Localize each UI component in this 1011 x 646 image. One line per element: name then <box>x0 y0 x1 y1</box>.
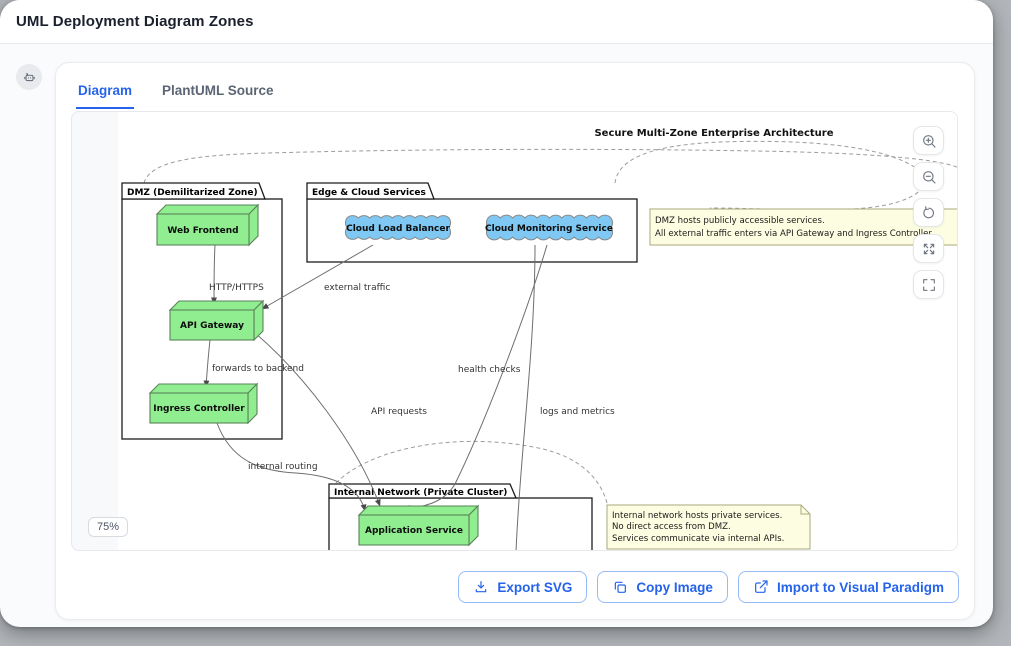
zoom-in-button[interactable] <box>913 126 944 155</box>
node-ingress-controller-label: Ingress Controller <box>153 404 245 414</box>
fullscreen-frame-icon <box>922 278 935 291</box>
diagram-canvas[interactable]: Secure Multi-Zone Enterprise Architectur… <box>118 112 957 550</box>
edge-http <box>211 244 218 305</box>
external-link-icon <box>755 580 768 593</box>
node-api-gateway-label: API Gateway <box>180 321 244 331</box>
zoom-out-button[interactable] <box>913 162 944 191</box>
edge-label-external-traffic: external traffic <box>324 283 390 293</box>
tab-diagram[interactable]: Diagram <box>76 77 135 109</box>
tab-source-label: PlantUML Source <box>162 83 274 98</box>
zoom-out-icon <box>922 170 936 184</box>
tab-plantuml-source[interactable]: PlantUML Source <box>160 77 276 109</box>
note-internal-line3: Services communicate via internal APIs. <box>612 534 784 544</box>
note-internal: Internal network hosts private services.… <box>606 504 811 550</box>
import-visual-paradigm-label: Import to Visual Paradigm <box>776 579 944 595</box>
node-application-service-label: Application Service <box>365 526 463 536</box>
expand-arrows-icon <box>923 243 934 254</box>
app-header: UML Deployment Diagram Zones <box>0 0 993 44</box>
assistant-button[interactable] <box>16 64 42 90</box>
node-web-frontend-label: Web Frontend <box>167 226 238 236</box>
note-internal-line2: No direct access from DMZ. <box>612 522 731 532</box>
node-api-gateway: API Gateway <box>168 299 265 342</box>
download-icon <box>476 581 487 593</box>
cloud-monitoring-service-label: Cloud Monitoring Service <box>485 224 613 234</box>
edge-label-forwards: forwards to backend <box>212 364 304 374</box>
note-dmz-line2: All external traffic enters via API Gate… <box>655 229 932 239</box>
diagram-card: Diagram PlantUML Source Secure Multi-Zon… <box>55 62 975 620</box>
edge-health-checks <box>402 244 548 511</box>
expand-button[interactable] <box>913 234 944 263</box>
edge-label-api-requests: API requests <box>371 407 427 417</box>
note-internal-line1: Internal network hosts private services. <box>612 511 782 521</box>
node-web-frontend: Web Frontend <box>155 203 260 247</box>
zoom-controls <box>913 126 944 299</box>
cloud-load-balancer: Cloud Load Balancer <box>345 215 451 240</box>
edge-label-internal-routing: internal routing <box>248 462 318 472</box>
edge-external-traffic <box>261 244 374 310</box>
package-dmz-label: DMZ (Demilitarized Zone) <box>127 188 258 198</box>
node-ingress-controller: Ingress Controller <box>148 382 259 425</box>
edge-logs-metrics <box>515 244 536 550</box>
note-connector-dmz <box>614 140 926 211</box>
edge-api-requests <box>253 331 381 507</box>
copy-icon <box>615 581 627 593</box>
edge-label-health-checks: health checks <box>458 365 521 375</box>
reset-view-button[interactable] <box>913 198 944 227</box>
zoom-level-badge: 75% <box>88 517 129 537</box>
edge-internal-routing <box>216 422 367 512</box>
copy-image-label: Copy Image <box>636 579 713 595</box>
reset-rotate-ccw-icon <box>922 205 934 218</box>
edge-label-http: HTTP/HTTPS <box>209 283 264 293</box>
export-svg-button[interactable]: Export SVG <box>458 571 588 603</box>
diagram-viewport[interactable]: Secure Multi-Zone Enterprise Architectur… <box>71 111 958 551</box>
package-internal-label: Internal Network (Private Cluster) <box>334 488 507 498</box>
cloud-load-balancer-label: Cloud Load Balancer <box>346 224 450 234</box>
fullscreen-button[interactable] <box>913 270 944 299</box>
cloud-monitoring-service: Cloud Monitoring Service <box>485 214 613 241</box>
import-visual-paradigm-button[interactable]: Import to Visual Paradigm <box>737 571 959 603</box>
note-dmz: DMZ hosts publicly accessible services. … <box>649 208 957 246</box>
diagram-edges <box>203 244 548 550</box>
diagram-title: Secure Multi-Zone Enterprise Architectur… <box>594 128 833 139</box>
node-application-service: Application Service <box>357 504 480 547</box>
note-connector-top <box>143 148 957 184</box>
footer-actions: Export SVG Copy Image Import to Visual P… <box>458 571 959 603</box>
zoom-in-icon <box>922 134 936 148</box>
tab-bar: Diagram PlantUML Source <box>76 77 276 109</box>
note-connector-internal <box>335 440 608 504</box>
robot-icon <box>23 72 35 81</box>
edge-label-logs-metrics: logs and metrics <box>540 407 615 417</box>
copy-image-button[interactable]: Copy Image <box>597 571 728 603</box>
tab-diagram-label: Diagram <box>78 83 133 98</box>
page-title: UML Deployment Diagram Zones <box>16 13 254 30</box>
package-edge-cloud-label: Edge & Cloud Services <box>312 188 426 198</box>
edge-forwards <box>203 339 211 388</box>
app-window: UML Deployment Diagram Zones Diagram Pla… <box>0 0 993 627</box>
uml-deployment-diagram: Secure Multi-Zone Enterprise Architectur… <box>121 128 957 550</box>
note-dmz-line1: DMZ hosts publicly accessible services. <box>655 216 825 226</box>
export-svg-label: Export SVG <box>497 579 573 595</box>
